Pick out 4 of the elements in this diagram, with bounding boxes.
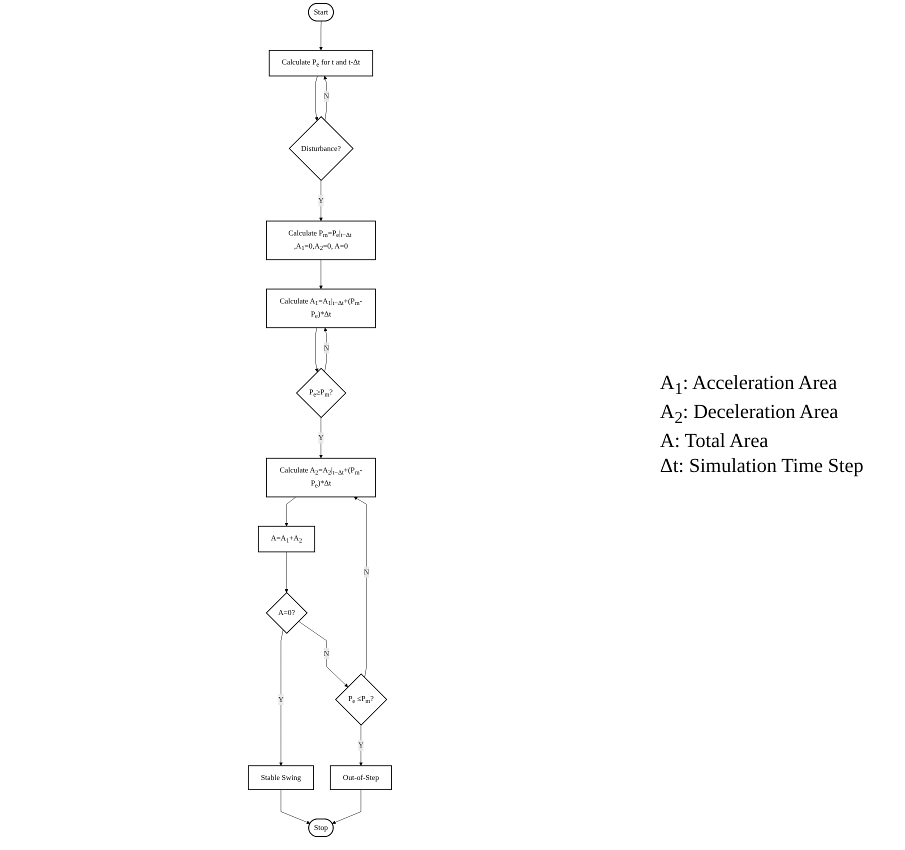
legend-note: A$_{2}$: Deceleration Area: [660, 401, 840, 428]
legend-note: Δt: Simulation Time Step: [660, 455, 864, 478]
legend-note: A$_{1}$: Acceleration Area: [660, 372, 838, 399]
legend-note: A: Total Area: [660, 430, 770, 453]
